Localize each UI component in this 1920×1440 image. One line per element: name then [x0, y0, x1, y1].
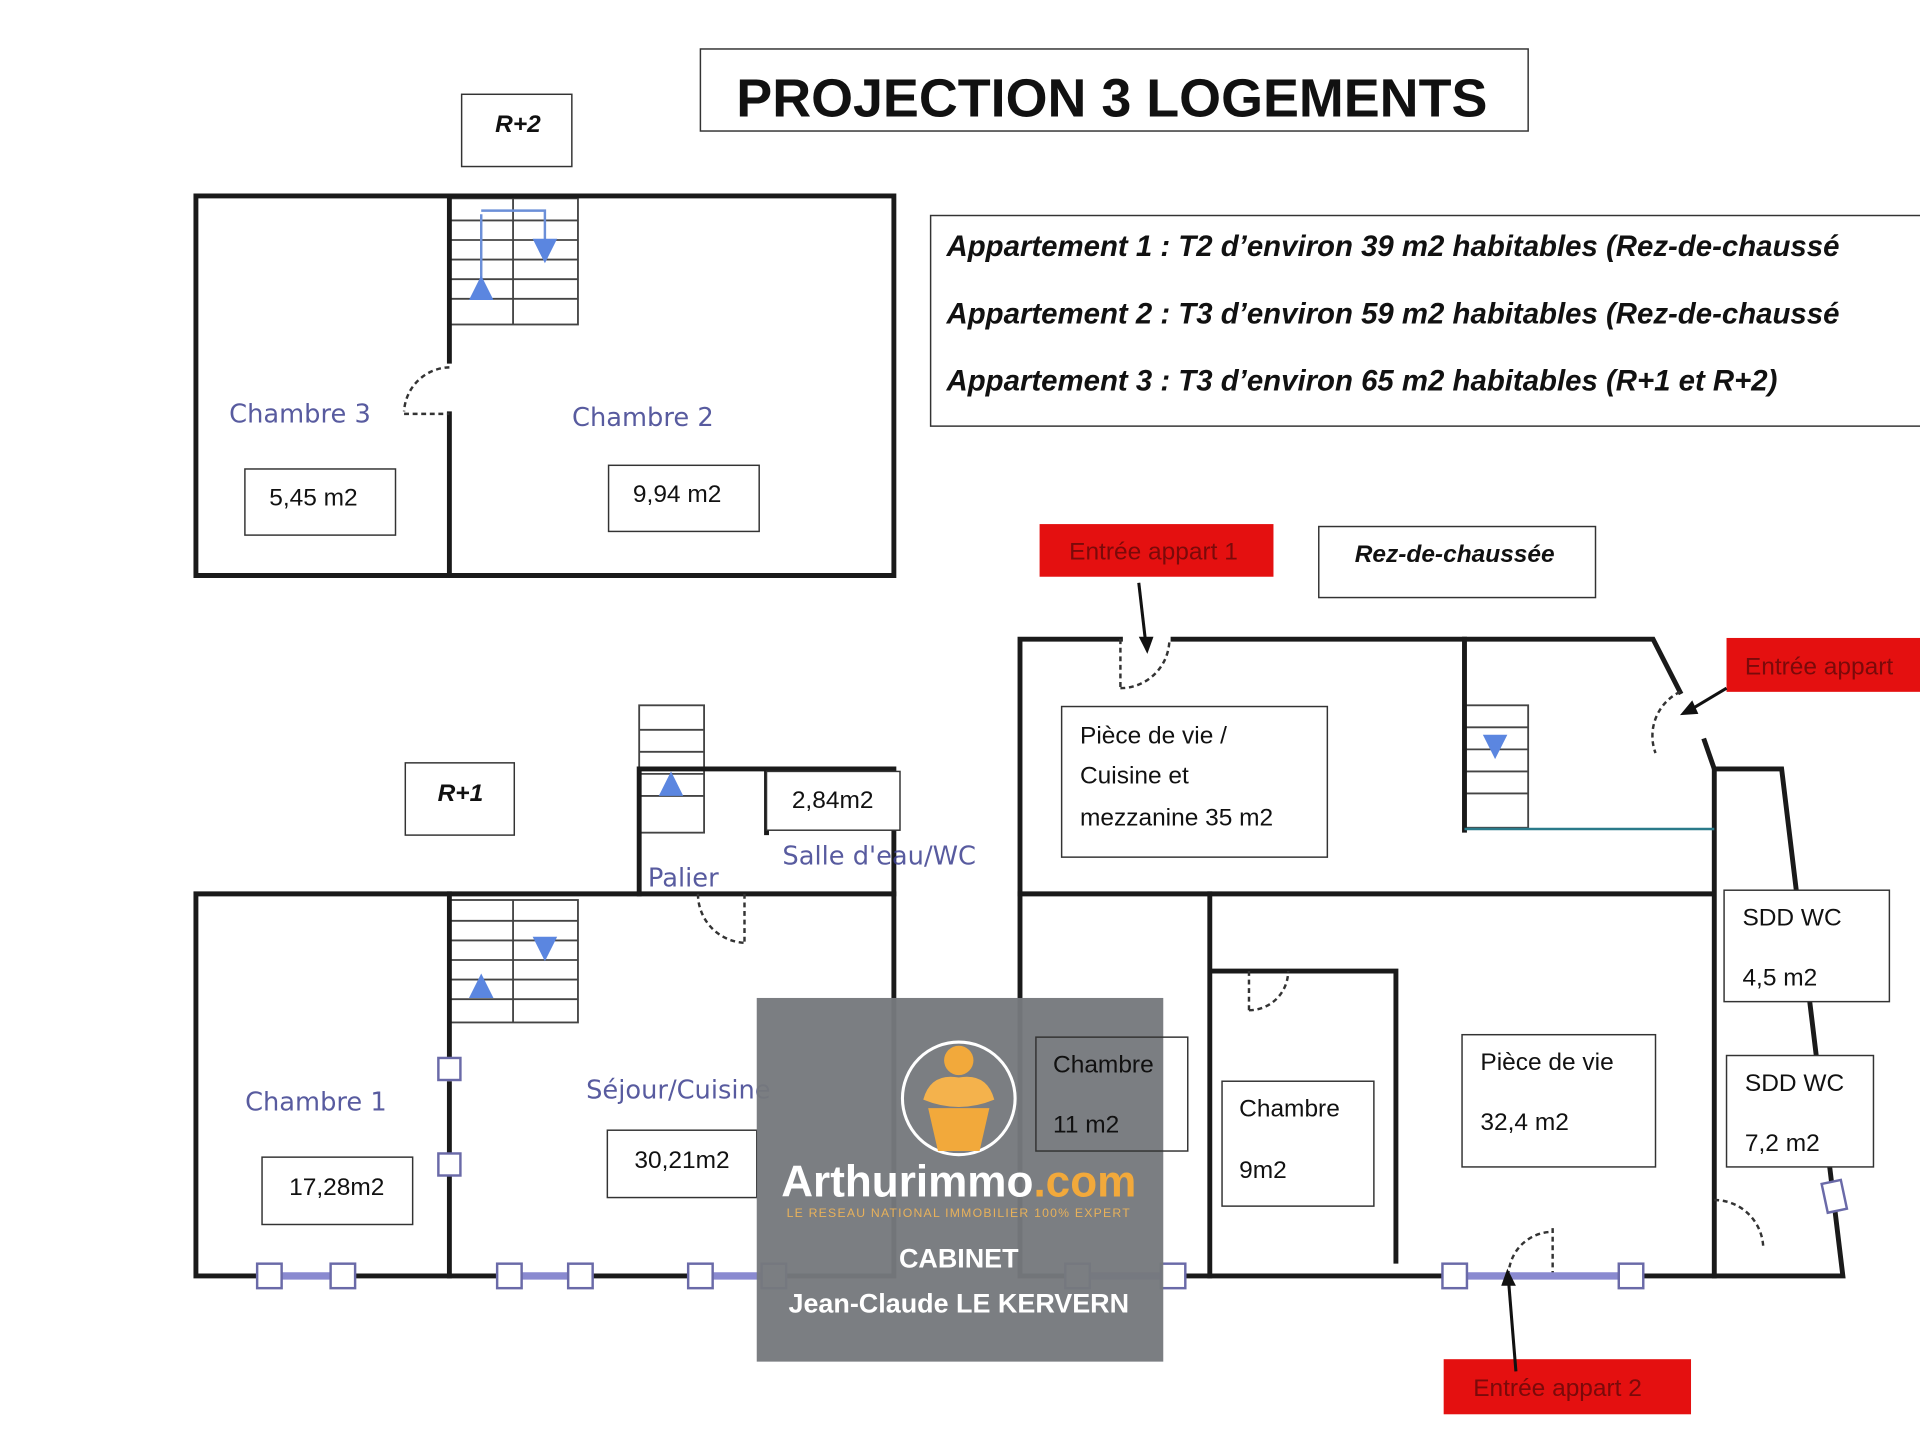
area-sejour: 30,21m2: [634, 1147, 729, 1174]
room-name-palier: Palier: [648, 864, 719, 894]
room-name-sejour: Séjour/Cuisine: [586, 1075, 771, 1105]
windows-r1: [255, 1262, 788, 1290]
level-r2: R+2 Chambre 3 Chambre 2 5,45 m2 9,94 m2: [193, 93, 897, 578]
summary-line-1: Appartement 1 : T2 d’environ 39 m2 habit…: [946, 230, 1840, 263]
room-name-chambre-1: Chambre 1: [245, 1088, 387, 1118]
room-name-salle-d-eau: Salle d'eau/WC: [782, 841, 976, 871]
arrow-icon: [1680, 700, 1699, 716]
room-sdd-1-name: SDD WC: [1742, 905, 1841, 932]
room-piece-de-vie-1-line-2: Cuisine et: [1080, 763, 1189, 790]
entrance-label-3: Entrée appart: [1680, 637, 1920, 716]
area-chambre-1: 17,28m2: [289, 1174, 384, 1201]
summary-line-3: Appartement 3 : T3 d’environ 65 m2 habit…: [946, 365, 1778, 398]
staircase-rdc: [1463, 704, 1530, 829]
level-label-rdc: Rez-de-chaussée: [1355, 541, 1555, 568]
arrow-icon: [1138, 636, 1154, 654]
title-box: PROJECTION 3 LOGEMENTS: [699, 48, 1529, 132]
staircase-r1: [448, 899, 579, 1024]
room-chambre-11-area: 11 m2: [1053, 1112, 1119, 1139]
agency-line-2: Jean-Claude LE KERVERN: [788, 1289, 1129, 1319]
brand-suffix: .com: [1033, 1157, 1136, 1206]
room-piece-de-vie-1-line-3: mezzanine 35 m2: [1080, 804, 1273, 831]
page-title: PROJECTION 3 LOGEMENTS: [736, 68, 1487, 128]
room-piece-de-vie-1-line-1: Pièce de vie /: [1080, 722, 1227, 749]
room-chambre-11-name: Chambre: [1053, 1052, 1154, 1079]
area-chambre-2: 9,94 m2: [633, 481, 721, 508]
brand-wordmark: Arthurimmo.com: [781, 1157, 1136, 1206]
room-chambre-9-name: Chambre: [1239, 1096, 1340, 1123]
area-chambre-3: 5,45 m2: [269, 485, 357, 512]
room-sdd-1-area: 4,5 m2: [1742, 965, 1817, 992]
room-chambre-9-area: 9m2: [1239, 1157, 1287, 1184]
brand-name: Arthurimmo: [781, 1157, 1033, 1206]
arrow-icon: [1501, 1268, 1516, 1286]
entrance-2-text: Entrée appart 2: [1473, 1375, 1642, 1402]
room-sdd-2-area: 7,2 m2: [1745, 1130, 1820, 1157]
agency-line-1: CABINET: [899, 1243, 1019, 1273]
agency-logo: [900, 1040, 1017, 1157]
entrance-1-text: Entrée appart 1: [1069, 539, 1238, 566]
room-name-chambre-3: Chambre 3: [229, 399, 371, 429]
agency-watermark: Arthurimmo.com LE RESEAU NATIONAL IMMOBI…: [756, 997, 1164, 1362]
staircase-r2: [448, 197, 579, 326]
room-piece-de-vie-2-name: Pièce de vie: [1480, 1049, 1613, 1076]
room-sdd-2-name: SDD WC: [1745, 1070, 1844, 1097]
room-name-chambre-2: Chambre 2: [572, 403, 714, 433]
entrance-label-2: Entrée appart 2: [1443, 1268, 1692, 1415]
room-piece-de-vie-2-area: 32,4 m2: [1480, 1109, 1568, 1136]
entrance-label-1: Entrée appart 1: [1039, 524, 1274, 654]
entrance-3-text: Entrée appart: [1745, 654, 1893, 681]
level-label-r2: R+2: [495, 111, 541, 138]
brand-tagline: LE RESEAU NATIONAL IMMOBILIER 100% EXPER…: [787, 1206, 1131, 1220]
summary-line-2: Appartement 2 : T3 d’environ 59 m2 habit…: [946, 297, 1840, 330]
level-label-r1: R+1: [438, 780, 484, 807]
area-salle-d-eau: 2,84m2: [792, 787, 874, 814]
summary-box: Appartement 1 : T2 d’environ 39 m2 habit…: [929, 214, 1920, 427]
windows-rdc: [1064, 1178, 1849, 1290]
room-chambre-11: Chambre 11 m2: [1035, 1036, 1189, 1152]
